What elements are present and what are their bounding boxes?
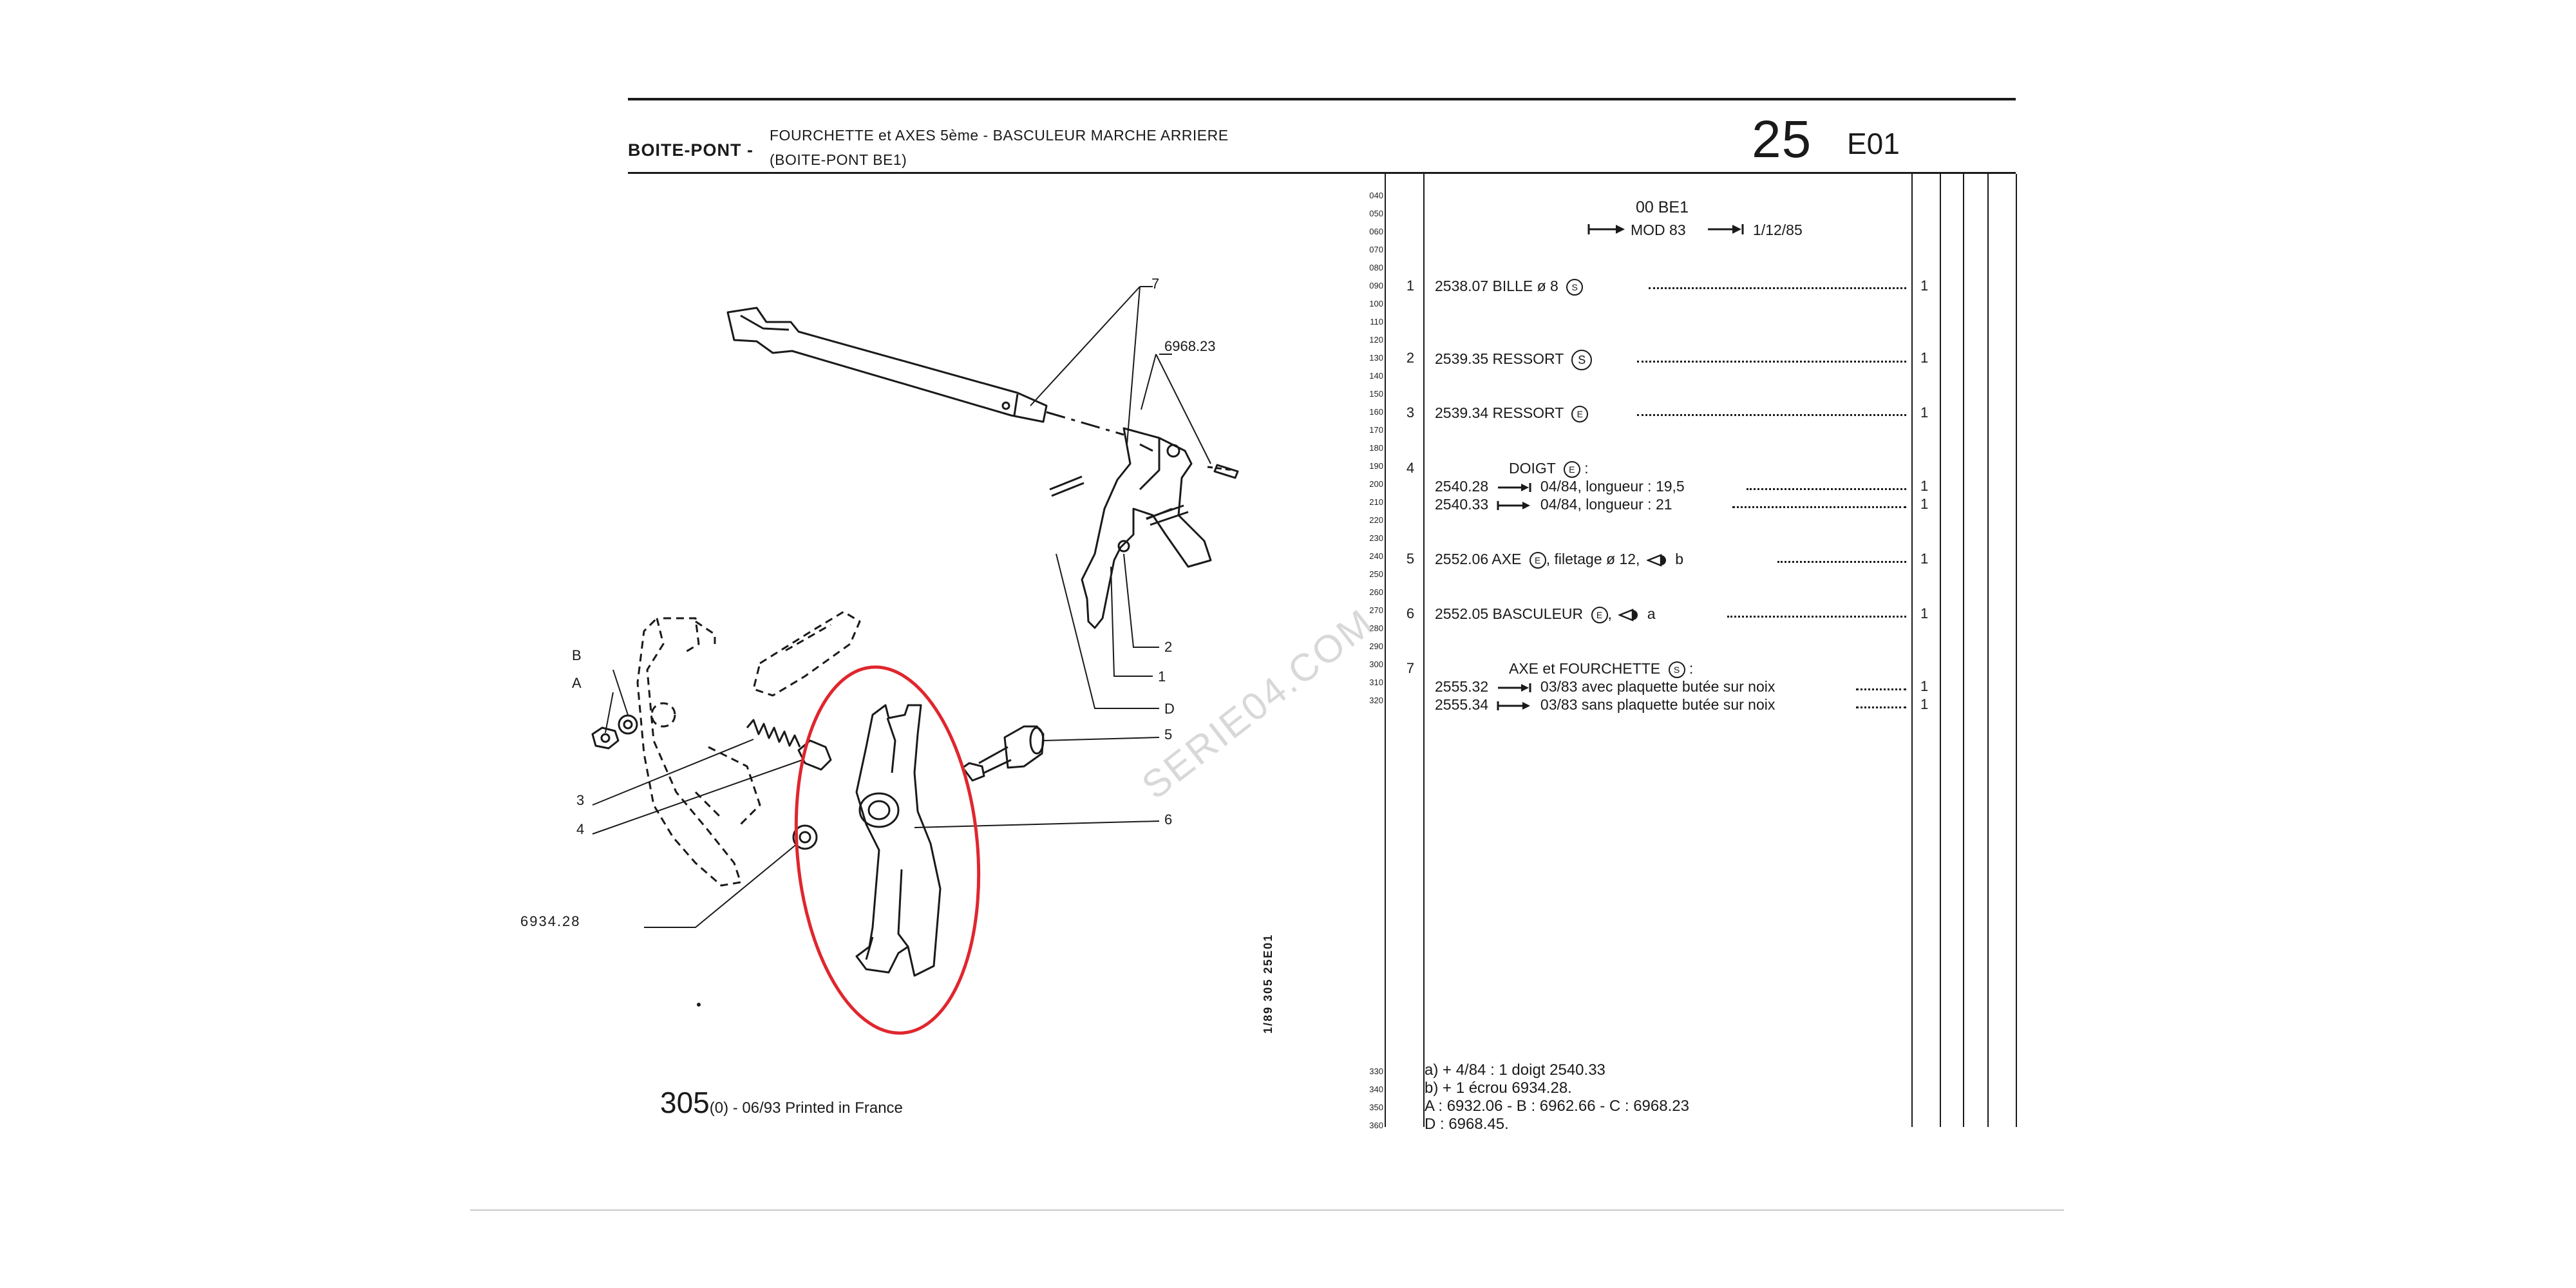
leader-dots [1649, 287, 1906, 289]
finger-4 [797, 739, 832, 771]
group-number: 25 [1752, 110, 1812, 169]
part-mark: E [1591, 606, 1608, 623]
leader-dots [1777, 561, 1906, 563]
bar-to-arrow-icon [1497, 701, 1530, 710]
callout-d: D [1164, 701, 1175, 717]
header-title-line1: FOURCHETTE et AXES 5ème - BASCULEUR MARC… [770, 127, 1229, 144]
half-circle-arrow-icon [1645, 554, 1666, 567]
header-title-line2: (BOITE-PONT BE1) [770, 151, 907, 168]
part-mark: E [1571, 405, 1589, 422]
pin-2 [1049, 475, 1084, 497]
top-rule [628, 98, 2016, 100]
callout-4: 4 [576, 821, 584, 837]
callout-3: 3 [576, 792, 584, 808]
header-rule [628, 172, 2016, 174]
leader-dots [1856, 706, 1906, 708]
rocker-lever [855, 704, 942, 977]
callout-6934-28: 6934.28 [520, 913, 581, 929]
footnote-parts: A : 6932.06 - B : 6962.66 - C : 6968.23 [1425, 1097, 1689, 1115]
footnote-b: b) + 1 écrou 6934.28. [1425, 1079, 1572, 1097]
half-circle-arrow-icon [1617, 609, 1638, 621]
part-mark: S [1571, 350, 1593, 370]
housing-outline [636, 611, 861, 887]
nut-a [591, 726, 620, 750]
callout-a: A [572, 675, 582, 691]
part-mark: E [1563, 460, 1580, 478]
model-arrow-right-icon [1707, 222, 1745, 240]
part-mark: E [1529, 551, 1546, 569]
leader-dots [1637, 414, 1906, 416]
leader-dots [1727, 616, 1906, 618]
callout-6968-23: 6968.23 [1164, 338, 1216, 354]
leader-dots [1732, 506, 1906, 508]
footer-suffix: (0) - 06/93 Printed in France [709, 1099, 903, 1117]
header-section: BOITE-PONT - [628, 140, 753, 160]
model-range: MOD 83 [1631, 222, 1686, 238]
bar-to-arrow-icon [1497, 500, 1530, 510]
leader-dots [1747, 488, 1906, 490]
part-mark: S [1566, 278, 1584, 296]
bottom-rule [470, 1209, 2064, 1211]
side-code: 1/89 305 25E01 [1262, 934, 1274, 1034]
callout-6: 6 [1164, 811, 1172, 828]
exploded-diagram: 7 6968.23 2 1 D 5 6 B A 3 4 6934.28 1/89… [520, 276, 1274, 1035]
callout-1: 1 [1158, 668, 1166, 685]
footer-number: 305 [660, 1086, 710, 1119]
arrow-to-bar-icon [1497, 482, 1531, 492]
callout-5: 5 [1164, 726, 1172, 743]
model-date: 1/12/85 [1753, 222, 1803, 238]
leader-dots [1856, 688, 1906, 690]
group-code: E01 [1847, 127, 1900, 160]
part-mark: S [1668, 661, 1685, 678]
callout-b: B [572, 647, 582, 663]
spring-3 [746, 719, 801, 748]
footnote-a: a) + 4/84 : 1 doigt 2540.33 [1425, 1061, 1605, 1079]
footer: 305(0) - 06/93 Printed in France [660, 1085, 903, 1120]
pin-1 [1146, 504, 1189, 526]
footnote-d: D : 6968.45. [1425, 1115, 1509, 1133]
callout-2: 2 [1164, 639, 1172, 655]
shift-rod [726, 307, 1124, 436]
model-code: 00 BE1 [1636, 198, 1689, 216]
callout-7: 7 [1151, 276, 1159, 292]
arrow-to-bar-icon [1497, 683, 1531, 692]
pin-6968 [1213, 464, 1239, 479]
leader-dots [1637, 361, 1906, 363]
model-arrow-left-icon [1587, 222, 1626, 240]
nut-6934 [792, 824, 818, 850]
shift-fork [1081, 427, 1212, 629]
washer-b [618, 714, 638, 735]
axle-5 [961, 725, 1045, 782]
highlight-circle [794, 665, 981, 1035]
